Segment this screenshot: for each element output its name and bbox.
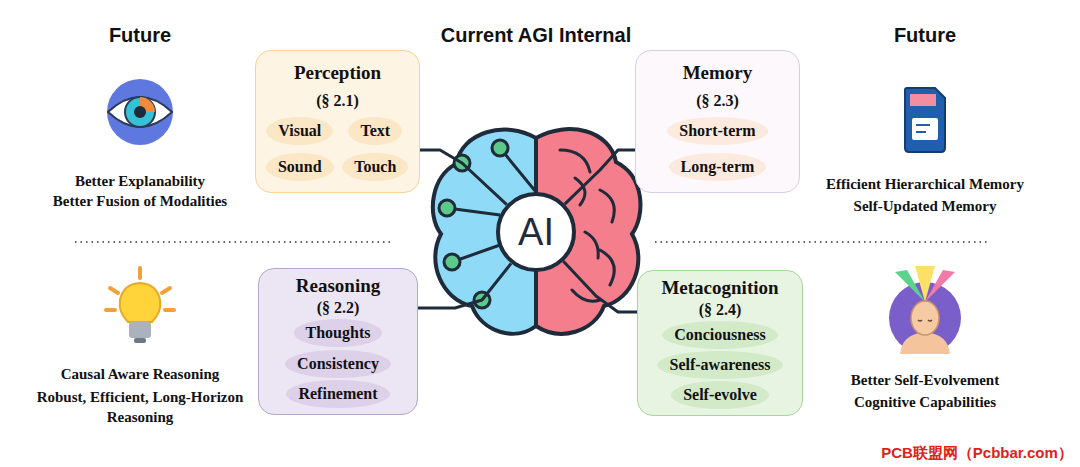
node-label: Refinement [298, 385, 377, 403]
circuit-dot [492, 140, 508, 156]
connector-line [420, 150, 507, 205]
node-label: Conciousness [674, 326, 766, 344]
eye-pupil [134, 106, 146, 118]
bulb-tip [134, 338, 146, 343]
subtopic-blob: Short-term [667, 117, 767, 145]
future-note: Better Explanability [75, 172, 205, 192]
dotted-separator [655, 241, 990, 243]
bulb-base [129, 322, 151, 338]
circuit-dot [444, 254, 460, 270]
future-note: Causal Aware Reasoning [61, 365, 220, 385]
watermark: PCB联盟网（Pcbbar.com） [881, 443, 1073, 463]
connector-line [418, 263, 511, 308]
future-note: Efficient Hierarchical Memory [826, 175, 1024, 195]
section-title: Metacognition [661, 277, 778, 299]
node-label: Sound [278, 158, 322, 176]
node-label: Text [360, 122, 390, 140]
person-eyes [918, 320, 932, 321]
section-number: (§ 2.4) [699, 301, 742, 319]
section-title: Perception [294, 62, 381, 84]
section-title: Reasoning [296, 275, 380, 297]
eye-white [108, 97, 172, 127]
ai-label: AI [518, 211, 554, 254]
light-ray [165, 308, 174, 312]
future-note: Better Self-Evolvement [851, 371, 999, 391]
light-beam [915, 266, 935, 302]
section-box: Memory (§ 2.3) Short-termLong-term [635, 50, 800, 193]
subtopic-blob: Text [348, 117, 402, 145]
subtopic-blob: Self-evolve [671, 381, 769, 409]
brain-illustration [433, 129, 641, 334]
lightbulb-icon [106, 268, 174, 343]
card-chip [912, 118, 938, 140]
future-heading: Future [894, 22, 956, 48]
light-ray [162, 288, 170, 293]
diagram-title: Current AGI Internal [441, 24, 631, 47]
ai-core-circle: AI [496, 192, 576, 272]
circuit-dot [439, 200, 455, 216]
section-number: (§ 2.2) [317, 299, 360, 317]
node-label: Self-evolve [683, 386, 757, 404]
memory-card-icon [905, 88, 945, 152]
node-label: Touch [354, 158, 396, 176]
subtopic-blob: Conciousness [662, 321, 778, 349]
future-note: Cognitive Capabilities [854, 393, 996, 413]
subtopic-blob: Self-awareness [657, 351, 782, 379]
light-ray [110, 288, 118, 293]
person-icon [889, 266, 961, 354]
light-beam [925, 270, 955, 302]
future-note: Robust, Efficient, Long-Horizon Reasonin… [35, 388, 245, 427]
eye-icon [107, 79, 173, 145]
future-note: Self-Updated Memory [854, 197, 997, 217]
future-note: Better Fusion of Modalities [53, 192, 227, 212]
node-label: Visual [278, 122, 321, 140]
subtopic-blob: Long-term [669, 153, 767, 181]
icon-ground [107, 79, 173, 145]
section-title: Memory [683, 62, 753, 84]
card-body [905, 88, 945, 152]
node-label: Long-term [681, 158, 755, 176]
subtopic-blob: Touch [342, 153, 408, 181]
eye-iris [125, 97, 155, 127]
light-ray [138, 268, 142, 278]
subtopic-blob: Refinement [286, 380, 389, 408]
section-box: Perception (§ 2.1) Visual TextSound Touch [255, 50, 420, 193]
node-label: Consistency [297, 355, 379, 373]
section-number: (§ 2.1) [316, 92, 359, 110]
future-heading: Future [109, 22, 171, 48]
subtopic-blob: Consistency [285, 350, 391, 378]
section-number: (§ 2.3) [696, 92, 739, 110]
light-ray [106, 308, 115, 312]
card-label [910, 94, 936, 106]
dotted-separator [75, 241, 390, 243]
connector-line [563, 261, 637, 312]
chip-line [916, 131, 926, 133]
node-label: Self-awareness [669, 356, 770, 374]
subtopic-blob: Visual [266, 117, 333, 145]
chip-line [916, 124, 930, 126]
bulb-glass [120, 283, 161, 322]
person-head [911, 301, 939, 335]
section-box: Metacognition (§ 2.4) ConciousnessSelf-awa… [637, 270, 803, 416]
connector-line [565, 150, 635, 204]
node-label: Thoughts [306, 324, 371, 342]
section-box: Reasoning (§ 2.2) ThoughtsConsistencyRefin… [258, 268, 418, 415]
subtopic-blob: Sound [266, 153, 334, 181]
node-label: Short-term [679, 122, 755, 140]
subtopic-blob: Thoughts [294, 319, 383, 347]
